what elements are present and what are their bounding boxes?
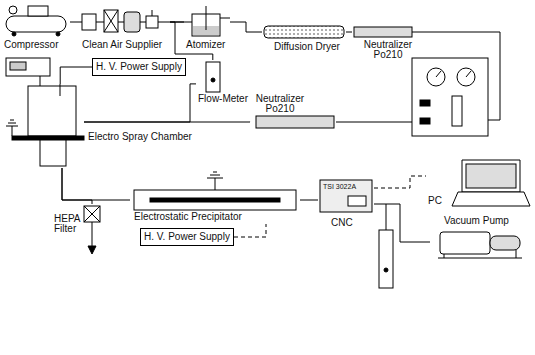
- equipment-node: Neutralizer Po210: [250, 94, 336, 128]
- equipment-node: Electrostatic Precipitator: [130, 180, 300, 224]
- equipment-label: Diffusion Dryer: [274, 42, 340, 52]
- tubing-line: [234, 224, 266, 237]
- equipment-label: TSI 3022A: [323, 183, 356, 191]
- tubing-line: [62, 168, 130, 200]
- equipment-node: TSI 3022A CNC: [318, 178, 374, 234]
- equipment-label: CNC: [331, 218, 353, 228]
- power-supply-box: H. V. Power Supply: [92, 58, 186, 76]
- equipment-node: Neutralizer Po210: [352, 22, 424, 62]
- equipment-label: Electro Spray Chamber: [88, 132, 192, 142]
- equipment-node: Atomizer: [184, 2, 230, 52]
- tubing-line: [374, 176, 426, 188]
- equipment-label: H. V. Power Supply: [144, 232, 230, 242]
- equipment-label: Neutralizer Po210: [250, 94, 310, 114]
- power-supply-box: H. V. Power Supply: [140, 228, 234, 246]
- equipment-label: Neutralizer Po210: [358, 40, 418, 60]
- tubing-line: [300, 200, 318, 201]
- equipment-node: PC: [426, 156, 532, 210]
- equipment-node: Electro Spray Chamber: [18, 84, 84, 168]
- tubing-line: [374, 204, 430, 242]
- equipment-node: Vacuum Pump: [430, 216, 530, 260]
- tubing-line: [346, 32, 352, 33]
- equipment-node: Diffusion Dryer: [262, 22, 346, 54]
- tubing-line: [62, 168, 92, 204]
- equipment-label: Flow-Meter: [198, 94, 248, 104]
- equipment-label: Electrostatic Precipitator: [134, 212, 242, 222]
- tubing-line: [84, 121, 250, 122]
- equipment-label: PC: [428, 196, 442, 206]
- tubing-line: [60, 67, 92, 84]
- tubing-line: [70, 22, 78, 23]
- tubing-line: [230, 22, 262, 32]
- equipment-label: Compressor: [4, 40, 58, 50]
- equipment-label: HEPA Filter: [54, 214, 84, 234]
- equipment-node: Compressor: [2, 2, 70, 52]
- equipment-node: Flow-Meter: [196, 60, 252, 106]
- equipment-label: Vacuum Pump: [444, 216, 509, 226]
- tubing-line: [84, 84, 196, 122]
- equipment-node: HEPA Filter: [54, 204, 104, 244]
- equipment-node: Clean Air Supplier: [78, 2, 170, 52]
- equipment-label: Atomizer: [186, 40, 225, 50]
- equipment-label: H. V. Power Supply: [96, 62, 182, 72]
- equipment-label: Clean Air Supplier: [82, 40, 162, 50]
